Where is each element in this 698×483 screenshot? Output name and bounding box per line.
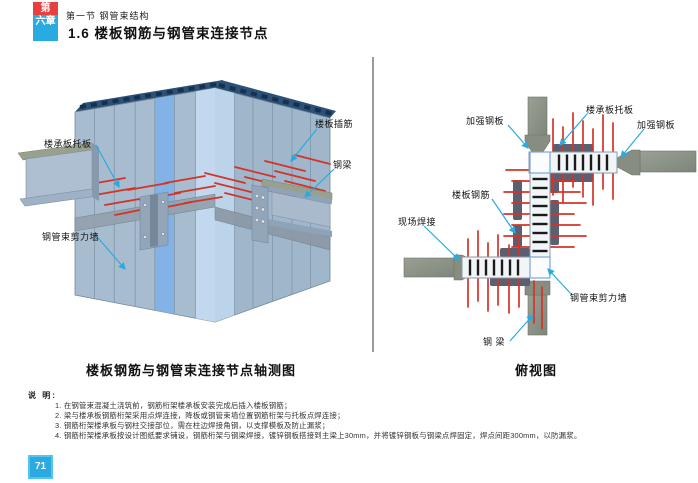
chapter-tab-blue: 六章 [33, 15, 58, 41]
label-reinforce-plate-left: 加强钢板 [466, 116, 505, 126]
note-item-3: 3. 钢筋桁架楼承板与钢柱交接部位，需在柱边焊接角钢，以支撑模板及防止漏浆； [55, 421, 330, 430]
caption-axonometric: 楼板钢筋与钢管束连接节点轴测图 [85, 363, 296, 378]
note-item-2: 2. 梁与楼承板钢筋桁架采用点焊连接，降板或钢管束墙位置钢筋桁架与托板点焊连接； [55, 411, 345, 420]
label-slab-insert-rebar: 楼板插筋 [315, 119, 354, 129]
label-reinforce-plate-right: 加强钢板 [637, 120, 676, 130]
chapter-tab-red: 第 [33, 2, 58, 15]
axonometric-diagram [17, 80, 336, 323]
page-title: 1.6 楼板钢筋与钢管束连接节点 [68, 26, 269, 41]
label-steel-beam: 钢梁 [333, 160, 353, 170]
axonometric-figure: 楼承板托板 钢管束剪力墙 楼板插筋 钢梁 [0, 55, 372, 355]
top-view-figure: 加强钢板 楼承板托板 加强钢板 楼板钢筋 现场焊接 钢管束剪力墙 钢 梁 [374, 55, 698, 355]
note-item-1: 1. 在钢管束混凝土浇筑前，钢筋桁架楼承板安装完成后插入楼板钢筋； [55, 401, 292, 410]
label-slab-rebar: 楼板钢筋 [452, 190, 491, 200]
note-item-4: 4. 钢筋桁架楼承板按设计图纸要求铺设，钢筋桁架与钢梁焊接，镀锌钢板搭接到主梁上… [55, 431, 582, 440]
notes-heading: 说 明: [28, 391, 57, 400]
notes-section: 说 明: 1. 在钢管束混凝土浇筑前，钢筋桁架楼承板安装完成后插入楼板钢筋； 2… [28, 390, 692, 441]
label-tube-bundle-wall: 钢管束剪力墙 [570, 293, 628, 303]
figure-divider [372, 57, 374, 352]
label-deck-support-plate: 楼承板托板 [586, 105, 634, 115]
caption-top-view: 俯视图 [514, 363, 557, 378]
label-tube-bundle-wall: 钢管束剪力墙 [42, 232, 100, 242]
label-site-weld: 现场焊接 [398, 217, 437, 227]
section-heading: 第一节 钢管束结构 [66, 11, 150, 21]
chapter-tab: 第 六章 [33, 2, 58, 41]
page-number-badge: 71 [28, 455, 53, 479]
top-view-diagram [403, 96, 697, 342]
label-steel-beam: 钢 梁 [483, 337, 506, 347]
label-deck-support-plate: 楼承板托板 [44, 139, 92, 149]
